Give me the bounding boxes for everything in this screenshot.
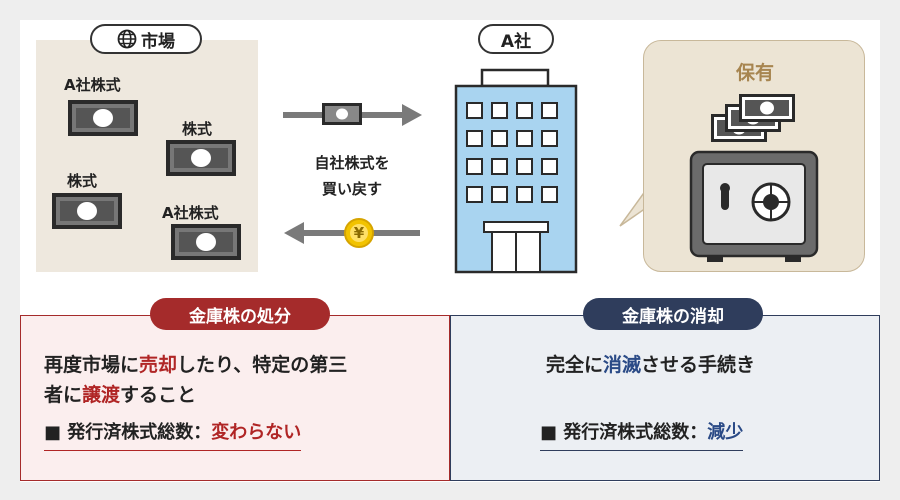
buyback-label-line2: 買い戻す <box>321 180 382 198</box>
stock-label-3: 株式 <box>67 172 98 190</box>
disposal-highlight-transfer: 譲渡 <box>82 384 121 406</box>
company-title-pill: A社 <box>478 24 554 54</box>
illustration-layer <box>52 68 647 274</box>
stock-bill-4 <box>171 224 241 260</box>
disposal-description: 再度市場に売却したり、特定の第三 者に譲渡すること <box>44 350 444 410</box>
disposal-desc-line1: 再度市場に売却したり、特定の第三 <box>44 354 348 376</box>
market-title: 市場 <box>141 31 175 52</box>
retirement-summary-label: ■ 発行済株式総数： <box>540 422 708 443</box>
stock-label-4: A社株式 <box>162 204 219 222</box>
stock-label-2: 株式 <box>182 120 213 138</box>
disposal-desc-line2: 者に譲渡すること <box>44 384 197 406</box>
stock-bill-3 <box>52 193 122 229</box>
buyback-arrow-right <box>283 103 422 126</box>
buyback-label-line1: 自社株式を <box>314 154 390 172</box>
company-title: A社 <box>500 31 532 52</box>
stock-label-1: A社株式 <box>64 76 121 94</box>
retirement-highlight: 消滅 <box>603 354 642 376</box>
safe-icon <box>689 150 819 262</box>
holding-illustration <box>689 94 819 262</box>
yen-symbol: ¥ <box>353 224 365 242</box>
disposal-summary-label: ■ 発行済株式総数： <box>44 422 212 443</box>
retirement-description: 完全に消滅させる手続き <box>546 354 756 376</box>
market-title-pill: 市場 <box>90 24 202 54</box>
globe-icon <box>117 29 137 49</box>
company-building-icon <box>454 68 578 274</box>
disposal-title: 金庫株の処分 <box>150 298 330 330</box>
buyback-label: 自社株式を 買い戻す <box>283 150 421 202</box>
disposal-summary-value: 変わらない <box>211 422 302 443</box>
disposal-highlight-sell: 売却 <box>139 354 178 376</box>
retirement-summary-value: 減少 <box>707 422 744 443</box>
payment-arrow-left <box>284 218 420 248</box>
disposal-summary: ■ 発行済株式総数：変わらない <box>44 418 302 451</box>
retirement-summary: ■ 発行済株式総数：減少 <box>540 418 744 451</box>
retirement-title: 金庫株の消却 <box>583 298 763 330</box>
disposal-panel <box>20 315 450 481</box>
stock-bill-1 <box>68 100 138 136</box>
stacked-bills-icon <box>711 94 795 142</box>
retirement-panel <box>450 315 880 481</box>
stock-bill-2 <box>166 140 236 176</box>
holding-label: 保有 <box>735 62 774 84</box>
